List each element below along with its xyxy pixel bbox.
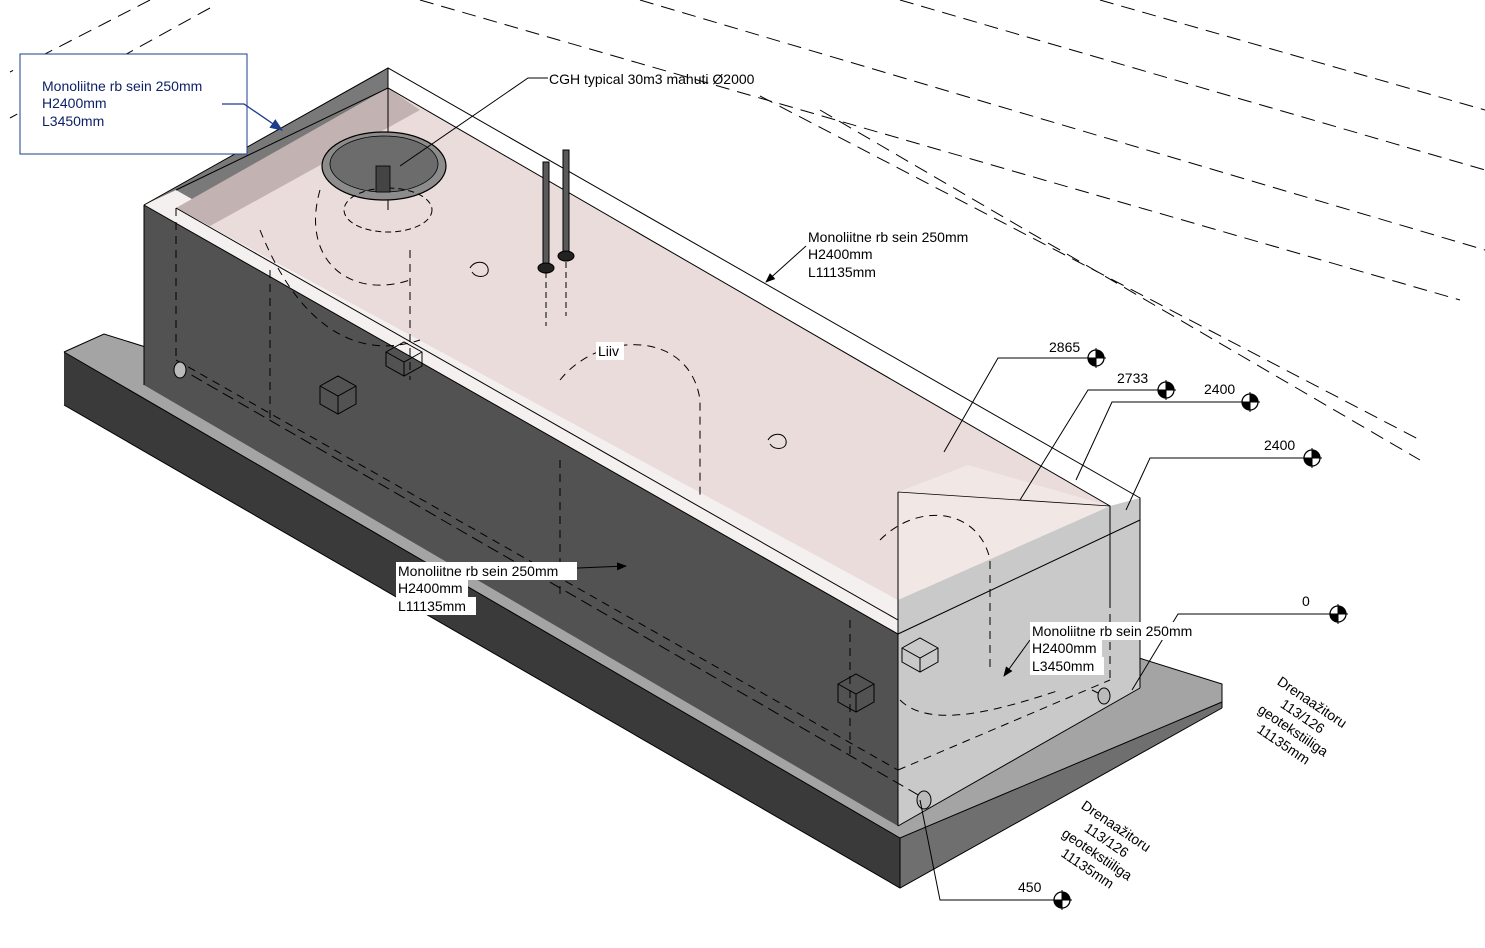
slab-front-face (64, 352, 900, 888)
front-wall-top-band (144, 190, 898, 634)
back-wall-tag-line-2: H2400mm (808, 246, 873, 262)
elevation-target-icon (1156, 380, 1176, 400)
back-wall-tag[interactable]: Monoliitne rb sein 250mm H2400mm L11135m… (808, 229, 968, 280)
selected-tag-line-3: L3450mm (42, 113, 104, 129)
selected-wall-tag[interactable]: Monoliitne rb sein 250mm H2400mm L3450mm (19, 53, 284, 155)
elevation-target-icon (1086, 348, 1106, 368)
anchor-boxes (319, 341, 939, 713)
front-long-wall (144, 205, 898, 826)
top-surface (176, 88, 1110, 600)
drain-tag-right[interactable]: Drenaažitoru 113/126 geotekstiiliga 1113… (1246, 673, 1351, 774)
end-wall-tag-line-1: Monoliitne rb sein 250mm (1032, 623, 1192, 639)
elevation-label-2400-b: 2400 (1264, 437, 1295, 453)
concrete-box[interactable] (143, 67, 1141, 827)
slab-end-face (900, 702, 1222, 888)
tank-tag[interactable]: CGH typical 30m3 mahuti Ø2000 (549, 71, 755, 87)
elevation-target-icon (1240, 392, 1260, 412)
elevation-label-0: 0 (1302, 593, 1310, 609)
elevation-target-icon (1052, 890, 1072, 910)
front-wall-tag-line-1: Monoliitne rb sein 250mm (398, 563, 558, 579)
elevation-target-icon (1328, 604, 1348, 624)
hidden-tank-lines (175, 189, 1111, 771)
fill-tag-text: Liiv (598, 343, 619, 359)
elevation-label-2865: 2865 (1049, 339, 1080, 355)
front-wall-tag[interactable]: Monoliitne rb sein 250mm H2400mm L11135m… (396, 562, 577, 615)
tank-tag-text: CGH typical 30m3 mahuti Ø2000 (549, 71, 755, 87)
front-wall-tag-line-3: L11135mm (398, 598, 466, 614)
elevation-label-450: 450 (1018, 879, 1042, 895)
drain-tag-front[interactable]: Drenaažitoru 113/126 geotekstiiliga 1113… (1050, 797, 1155, 898)
selected-tag-line-2: H2400mm (42, 95, 107, 111)
back-wall-tag-line-1: Monoliitne rb sein 250mm (808, 229, 968, 245)
top-inner-strip (176, 88, 420, 226)
fill-tag[interactable]: Liiv (596, 342, 624, 360)
elevation-markers[interactable]: 2865 2733 2400 2400 0 450 (1018, 339, 1348, 910)
top-right-panel (898, 465, 1110, 600)
selected-tag-line-1: Monoliitne rb sein 250mm (42, 78, 202, 94)
end-wall-tag-line-3: L3450mm (1032, 658, 1094, 674)
right-end-wall (898, 498, 1140, 826)
manhole-neck (343, 187, 433, 233)
manhole[interactable] (321, 131, 447, 233)
elevation-target-icon (1302, 448, 1322, 468)
vent-pipes[interactable] (537, 149, 575, 326)
end-wall-tag[interactable]: Monoliitne rb sein 250mm H2400mm L3450mm (1030, 622, 1210, 675)
front-wall-tag-line-2: H2400mm (398, 580, 463, 596)
lifting-hooks (469, 261, 787, 449)
end-wall-tag-line-2: H2400mm (1032, 640, 1097, 656)
leader-lines (399, 77, 1336, 901)
back-wall-tag-line-3: L11135mm (808, 264, 876, 280)
elevation-label-2733: 2733 (1117, 370, 1148, 386)
elevation-label-2400-a: 2400 (1204, 381, 1235, 397)
